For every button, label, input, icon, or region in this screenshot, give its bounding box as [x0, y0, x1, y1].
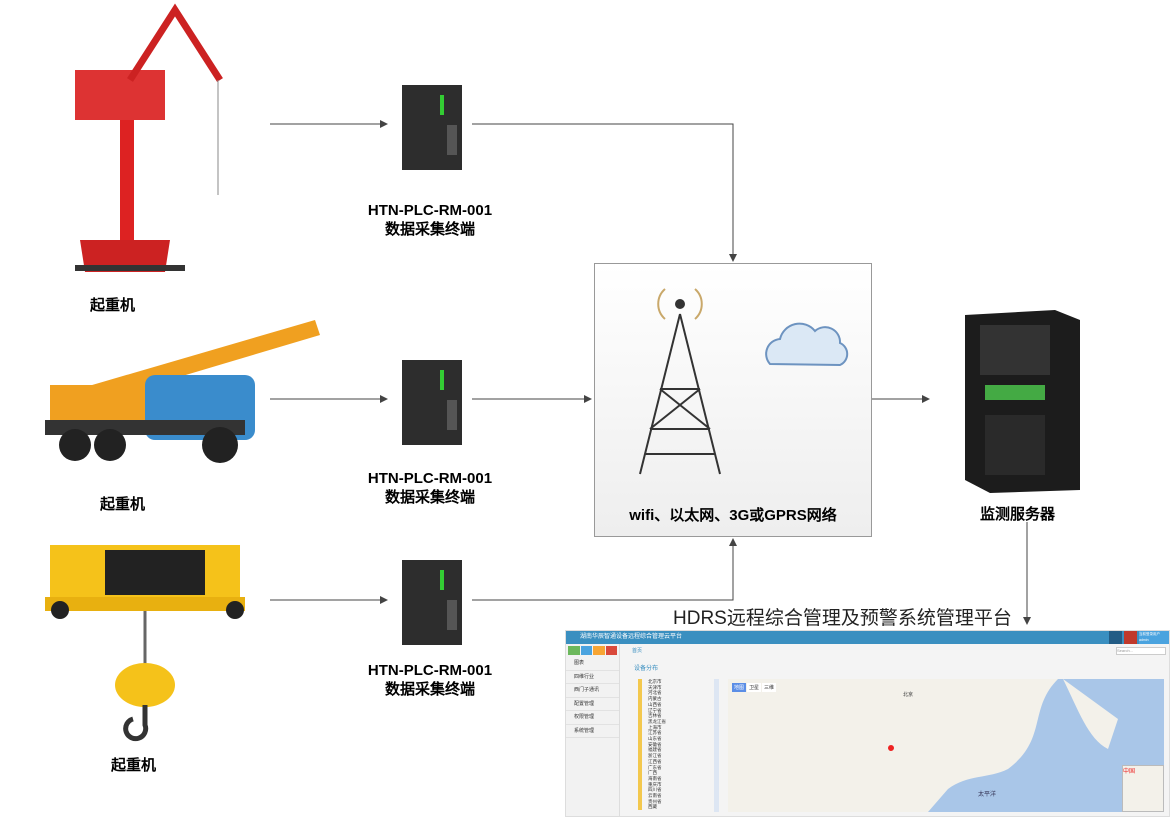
device-marker[interactable] — [888, 745, 894, 751]
server-image — [965, 310, 1080, 493]
overview-map[interactable]: 中国 — [1122, 765, 1164, 812]
platform-screenshot: 湖南华辰智通设备远程综合管理云平台 当前登录用户 admin 图表 四维行业 西… — [565, 630, 1170, 817]
bell-icon[interactable] — [1124, 631, 1137, 644]
map-type-3d[interactable]: 三维 — [762, 683, 777, 692]
crane-label: 起重机 — [100, 496, 146, 513]
cloud-icon — [765, 322, 849, 367]
tree-item[interactable]: 山西省 — [638, 701, 698, 708]
sidebar-item[interactable]: 西门子通讯 — [566, 684, 619, 698]
map-label-ocean: 太平洋 — [978, 792, 997, 798]
map-view[interactable]: 地图 卫星 三维 北京 太平洋 中国 — [728, 679, 1164, 812]
sidebar-item[interactable]: 图表 — [566, 657, 619, 671]
crane-label: 起重机 — [111, 757, 157, 774]
cell-tower-icon — [639, 288, 721, 475]
section-title: 设备分布 — [634, 666, 659, 672]
tree-item[interactable]: 贵州省 — [638, 798, 698, 805]
tree-item[interactable]: 天津市 — [638, 684, 698, 691]
tree-item[interactable]: 吉林省 — [638, 713, 698, 719]
tree-item[interactable]: 辽宁省 — [638, 707, 698, 714]
overview-label: 中国 — [1123, 769, 1136, 775]
tree-item[interactable]: 江苏省 — [638, 730, 698, 737]
toolbar — [566, 644, 619, 657]
app-header: 湖南华辰智通设备远程综合管理云平台 当前登录用户 admin — [566, 631, 1169, 644]
home-icon[interactable] — [1109, 631, 1122, 644]
app-title: 湖南华辰智通设备远程综合管理云平台 — [580, 634, 683, 640]
sidebar-item[interactable]: 配置管理 — [566, 698, 619, 711]
network-box: wifi、以太网、3G或GPRS网络 — [594, 263, 872, 537]
edit-button[interactable] — [580, 646, 592, 655]
tree-item[interactable]: 海南省 — [638, 775, 698, 782]
user-button[interactable] — [593, 646, 605, 655]
tree-item[interactable]: 河北省 — [638, 690, 698, 697]
terminal-device-icon — [402, 560, 462, 645]
tree-item[interactable]: 浙江省 — [638, 753, 698, 759]
province-tree[interactable]: 北京市天津市河北省内蒙古山西省辽宁省吉林省黑龙江省上海市江苏省山东省安徽省福建省… — [638, 679, 698, 811]
electric-hoist-image — [45, 545, 245, 742]
network-label: wifi、以太网、3G或GPRS网络 — [629, 507, 837, 524]
tree-item[interactable]: 北京市 — [638, 679, 698, 685]
chart-button[interactable] — [568, 646, 580, 655]
search-input[interactable]: Search... — [1116, 647, 1166, 655]
tree-item[interactable]: 安徽省 — [638, 741, 698, 748]
tree-item[interactable]: 广西 — [638, 770, 698, 776]
tree-item[interactable]: 云南省 — [638, 793, 698, 799]
map-type-map[interactable]: 地图 — [732, 683, 747, 692]
breadcrumb[interactable]: 首页 — [632, 648, 643, 654]
tree-item[interactable]: 广东省 — [638, 764, 698, 771]
sidebar-item[interactable]: 权限管理 — [566, 711, 619, 725]
tree-item[interactable]: 内蒙古 — [638, 696, 698, 702]
server-label: 监测服务器 — [980, 506, 1056, 523]
map-label-capital: 北京 — [903, 692, 914, 698]
sidebar-item[interactable]: 系统管理 — [566, 725, 619, 738]
tree-item[interactable]: 上海市 — [638, 724, 698, 731]
sidebar-item[interactable]: 四维行业 — [566, 671, 619, 684]
tree-item[interactable]: 西藏 — [638, 804, 698, 811]
platform-title: HDRS远程综合管理及预警系统管理平台 — [673, 608, 1012, 629]
tree-item[interactable]: 四川省 — [638, 787, 698, 794]
tree-item[interactable]: 黑龙江省 — [638, 718, 698, 725]
map-type-switcher: 地图 卫星 三维 — [732, 683, 777, 692]
terminal-device-icon — [402, 360, 462, 445]
map-type-satellite[interactable]: 卫星 — [747, 683, 762, 692]
tree-scrollbar[interactable] — [714, 679, 719, 812]
tree-item[interactable]: 江西省 — [638, 758, 698, 765]
sidebar: 图表 四维行业 西门子通讯 配置管理 权限管理 系统管理 — [566, 644, 620, 816]
tree-item[interactable]: 福建省 — [638, 747, 698, 754]
user-menu[interactable]: 当前登录用户 admin — [1139, 631, 1169, 644]
portal-crane-image — [75, 3, 223, 272]
terminal-device-icon — [402, 85, 462, 170]
crane-label: 起重机 — [90, 297, 136, 314]
tree-item[interactable]: 山东省 — [638, 736, 698, 742]
truck-crane-image — [45, 320, 320, 463]
settings-button[interactable] — [605, 646, 617, 655]
tree-item[interactable]: 重庆市 — [638, 781, 698, 788]
